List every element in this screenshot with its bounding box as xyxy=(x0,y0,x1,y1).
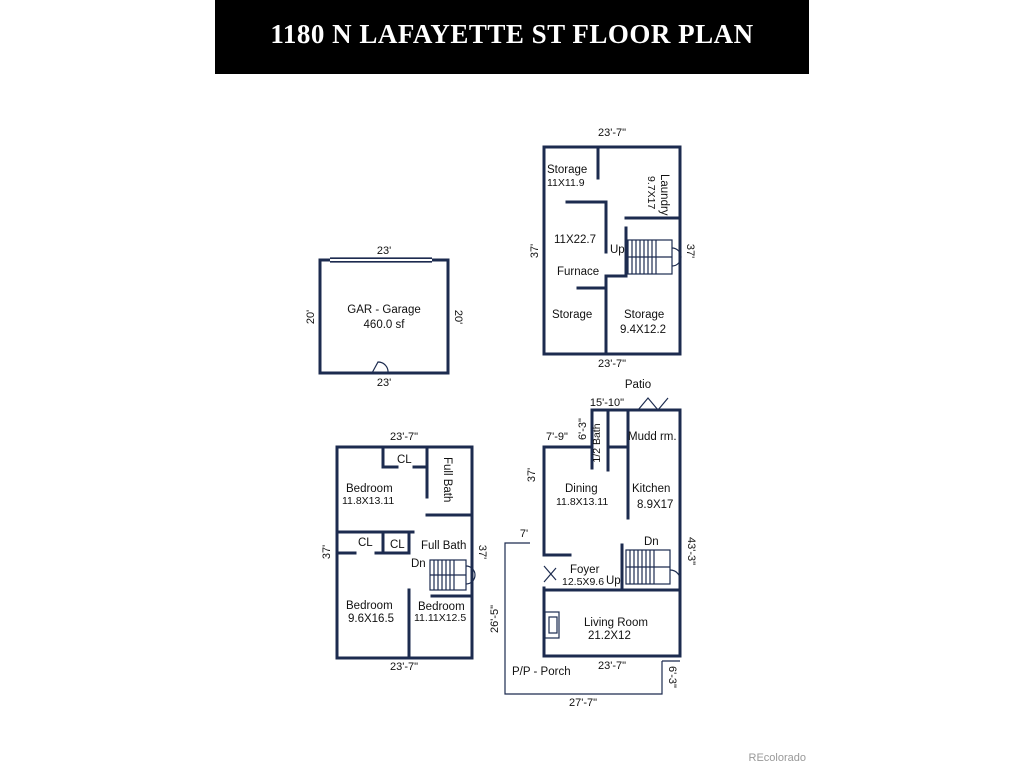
basement-dim-left: 37' xyxy=(529,244,541,258)
basement-storage1-size: 11X11.9 xyxy=(547,177,585,189)
basement-laundry-name: Laundry xyxy=(658,174,670,216)
basement-dim-top: 23'-7" xyxy=(598,127,626,139)
main-dim-porch-left: 26'-5" xyxy=(489,605,501,633)
main-living-size: 21.2X12 xyxy=(588,630,631,642)
upper-bedroom3-size: 11.11X12.5 xyxy=(414,612,466,624)
porch-name: P/P - Porch xyxy=(512,666,571,678)
main-dim-left: 37' xyxy=(526,468,538,482)
basement-dim-bottom: 23'-7" xyxy=(598,358,626,370)
main-dining-name: Dining xyxy=(565,483,598,495)
basement-storage3-size: 9.4X12.2 xyxy=(620,324,666,336)
title-banner: 1180 N LAFAYETTE ST FLOOR PLAN xyxy=(215,0,809,74)
garage-area: 460.0 sf xyxy=(364,319,406,331)
main-dim-bath-height: 6'-3" xyxy=(577,418,589,440)
main-dim-right: 43'-3" xyxy=(685,537,697,565)
fireplace xyxy=(544,611,560,639)
main-kitchen-size: 8.9X17 xyxy=(637,499,673,511)
main-kitchen-name: Kitchen xyxy=(632,483,670,495)
upper-closet1: CL xyxy=(397,454,412,466)
upper-stairs xyxy=(429,559,476,591)
garage-dim-left: 20' xyxy=(305,310,317,324)
main-stairs xyxy=(625,549,681,585)
garage-walls xyxy=(318,258,450,375)
upper-bedroom1-size: 11.8X13.11 xyxy=(342,495,394,507)
basement-stairs xyxy=(627,239,682,275)
main-stair-dn: Dn xyxy=(644,536,659,548)
main-dim-porch-bottom: 27'-7" xyxy=(569,697,597,709)
upper-bedroom2-name: Bedroom xyxy=(346,600,393,612)
main-patio-label: Patio xyxy=(625,379,651,391)
garage-name: GAR - Garage xyxy=(347,304,421,316)
basement-storage3-name: Storage xyxy=(624,309,664,321)
upper-dim-left: 37' xyxy=(321,545,333,559)
basement-laundry-size: 9.7X17 xyxy=(645,176,657,209)
main-patio-doors xyxy=(637,397,669,411)
garage-plan: 23' 23' 20' 20' GAR - Garage 460.0 sf xyxy=(305,245,464,389)
garage-dim-right: 20' xyxy=(452,310,464,324)
upper-closet3: CL xyxy=(390,539,405,551)
main-mudd-room: Mudd rm. xyxy=(628,431,677,443)
basement-storage2-name: Storage xyxy=(552,309,592,321)
upper-dim-top: 23'-7" xyxy=(390,431,418,443)
upper-bedroom2-size: 9.6X16.5 xyxy=(348,613,394,625)
main-dim-porch-top: 7' xyxy=(520,528,528,540)
upper-bedroom3-name: Bedroom xyxy=(418,601,465,613)
basement-stair-label: Up xyxy=(610,244,625,256)
main-dim-bottom: 23'-7" xyxy=(598,660,626,672)
upper-full-bath2: Full Bath xyxy=(421,540,466,552)
basement-walls xyxy=(542,145,682,356)
basement-furnace-name: Furnace xyxy=(557,266,599,278)
main-outer-walls xyxy=(542,408,682,658)
basement-storage1-name: Storage xyxy=(547,164,587,176)
upper-floor-plan: 23'-7" 23'-7" 37' 37' CL Full Bath Bedro… xyxy=(321,431,488,673)
page-title: 1180 N LAFAYETTE ST FLOOR PLAN xyxy=(270,19,754,49)
main-half-bath: 1/2 Bath xyxy=(591,423,603,462)
garage-dim-top: 23' xyxy=(377,245,391,257)
basement-dim-right: 37' xyxy=(684,244,696,258)
upper-dim-bottom: 23'-7" xyxy=(390,661,418,673)
main-dim-patio: 15'-10" xyxy=(590,397,624,409)
garage-dim-bottom: 23' xyxy=(377,377,391,389)
fireplace-inner xyxy=(548,616,558,634)
main-foyer-size: 12.5X9.6 xyxy=(562,576,604,588)
main-stair-up: Up xyxy=(606,575,621,587)
main-foyer-door xyxy=(543,565,557,583)
main-floor-plan: Patio 15'-10" 7'-9" 6'-3" 1/2 Bath Mudd … xyxy=(489,379,697,709)
upper-dim-right: 37' xyxy=(476,545,488,559)
porch-outline xyxy=(504,542,663,695)
basement-furnace-size: 11X22.7 xyxy=(554,234,596,246)
watermark: REcolorado xyxy=(748,752,806,764)
main-dim-porch-right: 6'-3" xyxy=(666,666,678,688)
upper-bedroom1-name: Bedroom xyxy=(346,483,393,495)
main-foyer-name: Foyer xyxy=(570,564,600,576)
upper-full-bath1: Full Bath xyxy=(441,457,453,502)
upper-stair-label: Dn xyxy=(411,558,426,570)
upper-closet2: CL xyxy=(358,537,373,549)
main-dim-left-top: 7'-9" xyxy=(546,431,568,443)
main-dining-size: 11.8X13.11 xyxy=(556,496,608,508)
garage-entry-door-swing xyxy=(371,361,389,374)
main-living-name: Living Room xyxy=(584,617,648,629)
basement-plan: 23'-7" 23'-7" 37' 37' Storage 11X11.9 La… xyxy=(529,127,696,370)
